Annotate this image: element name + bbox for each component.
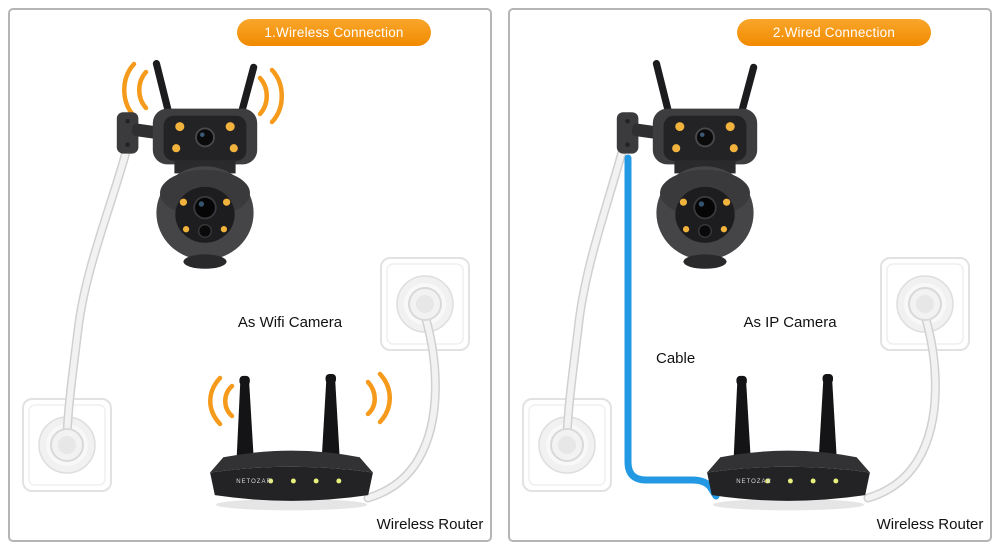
camera-mode-label: As Wifi Camera [237,314,343,331]
router-label: Wireless Router [876,516,984,533]
plug-icon [550,428,584,462]
ethernet-cable [624,154,720,500]
plug-icon [50,428,84,462]
router-brand-label: NETOZAR [736,479,772,485]
plug-icon [408,287,442,321]
panel-wired-connection: 2.Wired Connection As IP Camera Cable NE… [508,8,992,542]
wifi-waves-camera-icon [122,61,284,125]
camera-power-cable [62,147,131,441]
router-power-cable [363,311,440,503]
plug-icon [908,287,942,321]
wired-scene [522,60,970,511]
security-camera-icon [615,60,759,270]
wired-connection-badge: 2.Wired Connection [737,19,931,46]
wireless-router-icon [707,374,870,511]
router-brand-label: NETOZAR [236,479,272,485]
camera-mode-label: As IP Camera [743,314,837,331]
wireless-router-icon [210,374,373,511]
wifi-waves-router-icon [208,371,392,427]
wireless-scene [22,60,470,511]
wireless-connection-badge: 1.Wireless Connection [237,19,431,46]
camera-power-cable [562,147,627,441]
router-power-cable [863,311,940,503]
panel-wireless-connection: 1.Wireless Connection As Wifi Camera NET… [8,8,492,542]
router-label: Wireless Router [376,516,484,533]
cable-label: Cable [656,350,696,367]
